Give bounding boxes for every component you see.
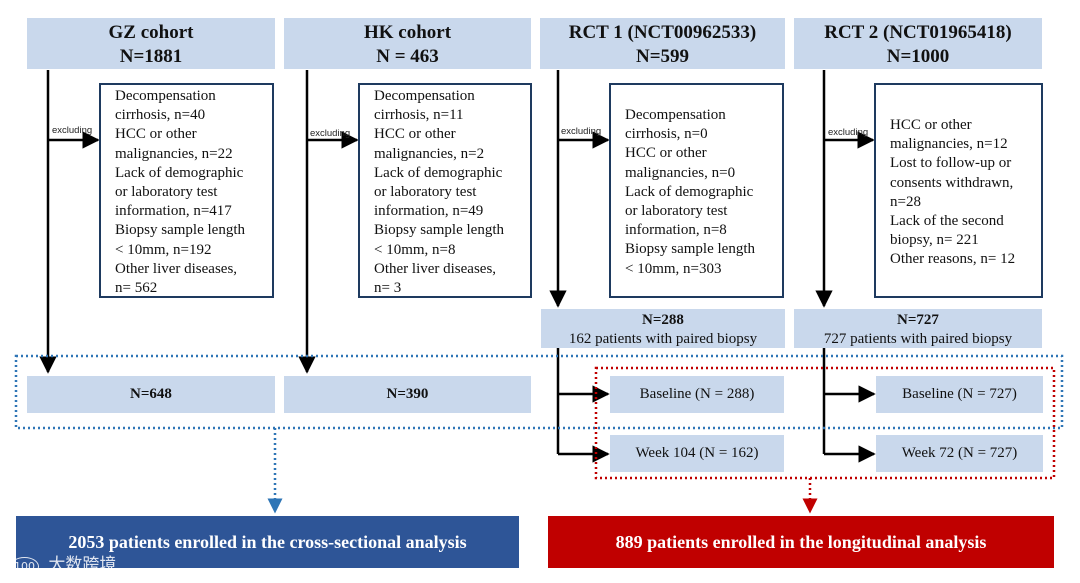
rct2-n: N=1000 (886, 46, 950, 67)
rct2-exclusion-line: HCC or other (890, 117, 972, 133)
hk-exclusion-line: Other liver diseases, (374, 260, 497, 277)
gz-exclusion-line: Decompensation (115, 88, 216, 104)
rct1-baseline-box: Baseline (N = 288) (610, 376, 784, 413)
rct2-exclusion-line: Lack of the second (890, 213, 1004, 230)
rct2-header: RCT 2 (NCT01965418) N=1000 (794, 18, 1042, 69)
longitudinal-banner: 889 patients enrolled in the longitudina… (548, 516, 1054, 568)
rct1-exclusion-line: HCC or other (625, 145, 707, 162)
rct2-paired-desc: 727 patients with paired biopsy (823, 331, 1013, 347)
rct1-followup-label: Week 104 (N = 162) (635, 445, 759, 461)
gz-exclusion-line: cirrhosis, n=40 (115, 107, 206, 124)
hk-exclusion-line: HCC or other (374, 126, 456, 143)
hk-cohort-title: HK cohort (363, 22, 452, 43)
rct1-paired-n: N=288 (642, 312, 684, 328)
hk-exclusion-line: Biopsy sample length (374, 222, 504, 239)
hk-exclusion-line: Decompensation (374, 88, 475, 104)
hk-exclusion-box: Decompensation cirrhosis, n=11 HCC or ot… (358, 83, 532, 298)
cross-sectional-group-outline (14, 354, 1064, 430)
rct2-exclusion-line: biopsy, n= 221 (890, 232, 979, 249)
rct2-paired-biopsy-box: N=727 727 patients with paired biopsy (794, 309, 1042, 348)
hk-exclusion-line: cirrhosis, n=11 (374, 107, 464, 124)
rct2-excluding-label: excluding (828, 127, 869, 138)
hk-final-n: N=390 (386, 386, 429, 402)
gz-exclusion-line: Lack of demographic (115, 164, 244, 181)
rct2-followup-box: Week 72 (N = 727) (876, 435, 1043, 472)
cross-sectional-text: 2053 patients enrolled in the cross-sect… (68, 531, 467, 552)
cross-sectional-banner: 2053 patients enrolled in the cross-sect… (16, 516, 519, 568)
gz-exclusion-line: HCC or other (115, 126, 197, 143)
longitudinal-group-outline (594, 366, 1056, 480)
hk-cohort-n: N = 463 (376, 46, 439, 67)
gz-cohort-header: GZ cohort N=1881 (27, 18, 275, 69)
hk-cohort-header: HK cohort N = 463 (284, 18, 531, 69)
rct1-paired-desc: 162 patients with paired biopsy (568, 331, 758, 347)
rct1-baseline-label: Baseline (N = 288) (639, 386, 755, 402)
rct1-exclusion-line: Decompensation (625, 107, 726, 123)
rct1-title: RCT 1 (NCT00962533) (568, 22, 757, 43)
hk-excluding-label: excluding (310, 128, 351, 139)
rct2-followup-label: Week 72 (N = 727) (901, 445, 1018, 461)
hk-exclusion-line: n= 3 (374, 280, 402, 297)
gz-cohort-n: N=1881 (119, 46, 183, 67)
rct1-exclusion-box: Decompensation cirrhosis, n=0 HCC or oth… (609, 83, 784, 298)
rct1-followup-box: Week 104 (N = 162) (610, 435, 784, 472)
hk-final-n-box: N=390 (284, 376, 531, 413)
rct2-paired-n: N=727 (897, 312, 939, 328)
hk-exclusion-line: malignancies, n=2 (374, 145, 485, 162)
rct1-exclusion-line: or laboratory test (625, 203, 728, 220)
rct2-title: RCT 2 (NCT01965418) (824, 22, 1012, 43)
hk-exclusion-line: or laboratory test (374, 184, 477, 201)
gz-final-n: N=648 (130, 386, 172, 402)
gz-exclusion-line: Other liver diseases, (115, 260, 238, 277)
rct2-exclusion-line: Other reasons, n= 12 (890, 251, 1016, 268)
rct2-baseline-box: Baseline (N = 727) (876, 376, 1043, 413)
rct1-exclusion-line: cirrhosis, n=0 (625, 126, 708, 143)
gz-exclusion-line: information, n=417 (115, 203, 232, 220)
watermark: 100 大数跨境 (10, 550, 117, 576)
gz-final-n-box: N=648 (27, 376, 275, 413)
longitudinal-text: 889 patients enrolled in the longitudina… (615, 531, 987, 552)
gz-cohort-title: GZ cohort (108, 22, 194, 43)
rct1-exclusion-line: Biopsy sample length (625, 241, 755, 258)
rct1-header: RCT 1 (NCT00962533) N=599 (540, 18, 785, 69)
hk-exclusion-line: information, n=49 (374, 203, 484, 220)
gz-exclusion-line: Biopsy sample length (115, 222, 245, 239)
gz-excluding-label: excluding (52, 125, 93, 136)
watermark-logo: 100 (10, 557, 39, 576)
rct2-exclusion-line: consents withdrawn, (890, 174, 1014, 191)
rct1-n: N=599 (635, 46, 690, 67)
rct1-exclusion-line: Lack of demographic (625, 183, 754, 200)
rct2-exclusion-box: HCC or other malignancies, n=12 Lost to … (874, 83, 1043, 298)
rct2-baseline-label: Baseline (N = 727) (902, 386, 1017, 402)
rct2-exclusion-line: Lost to follow-up or (890, 155, 1012, 172)
gz-exclusion-line: n= 562 (115, 280, 158, 297)
rct1-exclusion-line: information, n=8 (625, 222, 727, 239)
rct2-exclusion-line: malignancies, n=12 (890, 136, 1008, 153)
gz-exclusion-line: < 10mm, n=192 (115, 241, 212, 258)
gz-exclusion-line: or laboratory test (115, 184, 218, 201)
rct1-excluding-label: excluding (561, 126, 602, 137)
rct2-exclusion-line: n=28 (890, 193, 921, 210)
gz-exclusion-line: malignancies, n=22 (115, 145, 233, 162)
watermark-text: 大数跨境 (48, 555, 117, 575)
gz-exclusion-box: Decompensation cirrhosis, n=40 HCC or ot… (99, 83, 274, 298)
hk-exclusion-line: Lack of demographic (374, 164, 503, 181)
rct1-exclusion-line: malignancies, n=0 (625, 164, 736, 181)
rct1-paired-biopsy-box: N=288 162 patients with paired biopsy (541, 309, 785, 348)
rct1-exclusion-line: < 10mm, n=303 (625, 260, 722, 277)
hk-exclusion-line: < 10mm, n=8 (374, 241, 456, 258)
